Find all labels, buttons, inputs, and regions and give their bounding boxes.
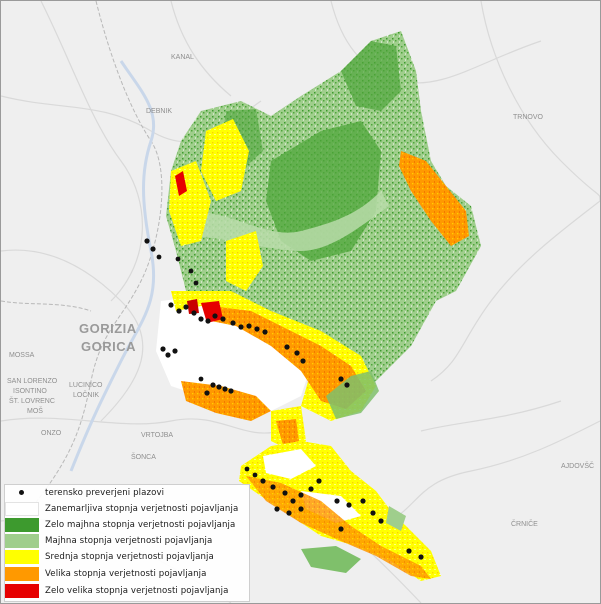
label-isonzo: ONZO (41, 430, 62, 437)
label-gorica: GORICA (81, 339, 136, 354)
swatch-very-high (5, 584, 39, 598)
label-sonca: ŠONCA (131, 452, 156, 461)
legend-label: Majhna stopnja verjetnosti pojavljanja (45, 536, 213, 546)
swatch-high (5, 567, 39, 581)
zone-very-high-n (175, 171, 187, 196)
swatch-moderate (5, 550, 39, 564)
legend-label: Zelo velika stopnja verjetnosti pojavlja… (45, 586, 229, 596)
label-mossa: MOSSA (9, 352, 35, 359)
label-gorizia: GORIZIA (79, 321, 137, 336)
legend-label: Zanemarljiva stopnja verjetnosti pojavlj… (45, 504, 239, 514)
swatch-negligible (5, 502, 39, 516)
label-kanal: KANAL (171, 54, 194, 61)
legend-item-very-low: Zelo majhna stopnja verjetnosti pojavlja… (5, 517, 249, 533)
legend-item-low: Majhna stopnja verjetnosti pojavljanja (5, 533, 249, 549)
label-trnovo: TRNOVO (513, 114, 544, 121)
label-ajdovscina: AJDOVŠČ (561, 461, 594, 470)
zone-very-high-central (201, 301, 223, 323)
label-st-lovrenc: ŠT. LOVRENC (9, 396, 55, 405)
river-soca (69, 60, 156, 472)
zone-south-negligible (263, 449, 316, 479)
legend-label: terensko preverjeni plazovi (45, 488, 165, 498)
legend-item-landslides: terensko preverjeni plazovi (5, 485, 249, 501)
label-san-lorenzo: SAN LORENZO (7, 378, 58, 385)
zone-moderate-n3 (226, 231, 263, 291)
zone-high-central (211, 306, 366, 409)
river-valley (181, 191, 389, 251)
zone-moderate-n1 (201, 119, 249, 201)
label-lucinico: LUCINICO (69, 382, 103, 389)
label-mos: MOŠ (27, 406, 43, 415)
label-crnice: ČRNIČE (511, 519, 538, 528)
zone-high-east (399, 151, 469, 246)
zone-south-low (301, 546, 361, 573)
border-lines (1, 1, 163, 522)
label-vrtojba: VRTOJBA (141, 432, 173, 439)
swatch-low (5, 534, 39, 548)
zone-very-low-2 (341, 41, 401, 111)
legend-label: Srednja stopnja verjetnosti pojavljanja (45, 552, 214, 562)
zone-low-central-strip (326, 371, 379, 419)
label-isontino: ISONTINO (13, 388, 47, 395)
legend-item-high: Velika stopnja verjetnosti pojavljanja (5, 566, 249, 582)
zone-neck-orange (276, 419, 299, 445)
map-legend: terensko preverjeni plazovi Zanemarljiva… (4, 484, 250, 602)
legend-item-very-high: Zelo velika stopnja verjetnosti pojavlja… (5, 583, 249, 599)
label-locnik: LOČNIK (73, 390, 99, 399)
swatch-very-low (5, 518, 39, 532)
label-debnik: DEBNIK (146, 108, 172, 115)
landslide-point-symbol (5, 486, 39, 500)
zone-south-low-2 (386, 506, 406, 531)
zone-very-high-central-2 (187, 299, 199, 314)
landslide-points (144, 238, 424, 560)
legend-label: Velika stopnja verjetnosti pojavljanja (45, 569, 207, 579)
legend-label: Zelo majhna stopnja verjetnosti pojavlja… (45, 520, 236, 530)
legend-item-negligible: Zanemarljiva stopnja verjetnosti pojavlj… (5, 501, 249, 517)
zone-high-central-2 (181, 381, 271, 421)
legend-item-moderate: Srednja stopnja verjetnosti pojavljanja (5, 549, 249, 565)
